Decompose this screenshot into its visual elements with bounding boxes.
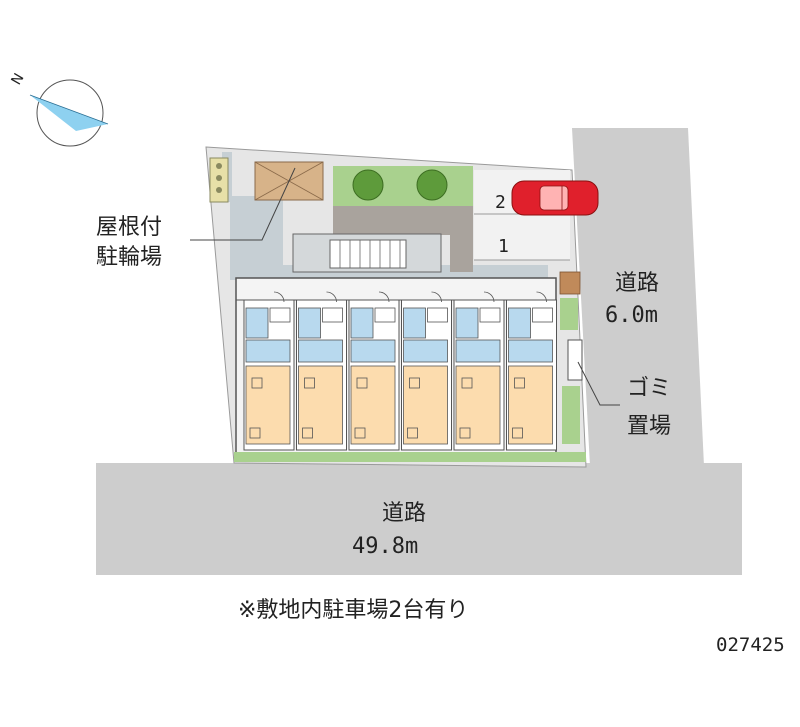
property-code: 027425: [716, 634, 785, 656]
unit-door-swing: [431, 291, 442, 303]
side-road: [572, 128, 704, 466]
parking-space-2-number: 2: [495, 192, 506, 213]
unit-entry: [350, 339, 396, 363]
north-label: N: [8, 71, 27, 88]
paved-area: [333, 206, 473, 272]
unit-bath: [350, 307, 374, 339]
unit-fixture: [409, 377, 420, 389]
brick-strip: [559, 271, 581, 295]
unit-fixture: [461, 377, 473, 389]
bicycle-parking-label-2: 駐輪場: [96, 245, 162, 270]
hedge-right-lower: [562, 386, 580, 444]
unit-room: [350, 365, 396, 445]
unit-fixture: [514, 377, 525, 389]
unit-bath: [403, 307, 426, 339]
unit-door-swing: [326, 291, 337, 303]
unit-group: [243, 291, 557, 451]
unit-closet: [459, 427, 471, 439]
bicycle-parking-label-1: 屋根付: [96, 215, 162, 240]
unit-room: [245, 365, 291, 445]
unit-entry: [508, 339, 553, 363]
unit-kitchen: [269, 307, 291, 323]
unit-fixture: [304, 377, 315, 389]
unit-door-swing: [483, 291, 495, 303]
unit-fixture: [251, 377, 263, 389]
unit-bath: [298, 307, 321, 339]
unit-room: [455, 365, 501, 445]
unit-closet: [249, 427, 261, 439]
unit-door-swing: [273, 291, 285, 303]
hedge-bottom: [234, 452, 586, 462]
tree-1: [352, 169, 384, 201]
unit-door-swing: [536, 291, 547, 303]
main-road-label: 道路: [382, 501, 426, 526]
unit-kitchen: [479, 307, 501, 323]
unit-kitchen: [427, 307, 448, 323]
walkway: [230, 196, 548, 280]
unit-closet: [512, 427, 523, 439]
unit-room: [298, 365, 343, 445]
main-road-width: 49.8m: [352, 534, 418, 559]
north-arrow-icon: N: [8, 71, 109, 147]
unit-fixture: [356, 377, 368, 389]
unit-room: [403, 365, 448, 445]
unit-kitchen: [532, 307, 553, 323]
unit-kitchen: [374, 307, 396, 323]
parking-footnote: ※敷地内駐車場2台有り: [238, 598, 468, 623]
garbage-area: [567, 339, 583, 381]
garbage-label-2: 置場: [627, 414, 671, 439]
unit-entry: [298, 339, 343, 363]
garbage-label-1: ゴミ: [627, 376, 671, 401]
unit-bath: [245, 307, 269, 339]
unit-bath: [455, 307, 479, 339]
unit-closet: [354, 427, 366, 439]
car-icon: [511, 180, 599, 216]
side-road-label: 道路: [615, 271, 659, 296]
unit-closet: [302, 427, 313, 439]
unit-room: [508, 365, 553, 445]
main-road: [96, 463, 742, 575]
side-road-width: 6.0m: [605, 303, 658, 328]
bicycle-leader-line: [190, 167, 296, 241]
unit-door-swing: [378, 291, 390, 303]
garbage-leader-line: [577, 361, 620, 406]
hedge-right: [560, 298, 578, 330]
parking-space-1-number: 1: [498, 236, 509, 257]
unit-closet: [407, 427, 418, 439]
unit-entry: [245, 339, 291, 363]
unit-kitchen: [322, 307, 343, 323]
unit-entry: [403, 339, 448, 363]
unit-bath: [508, 307, 531, 339]
tree-2: [416, 169, 448, 201]
unit-entry: [455, 339, 501, 363]
